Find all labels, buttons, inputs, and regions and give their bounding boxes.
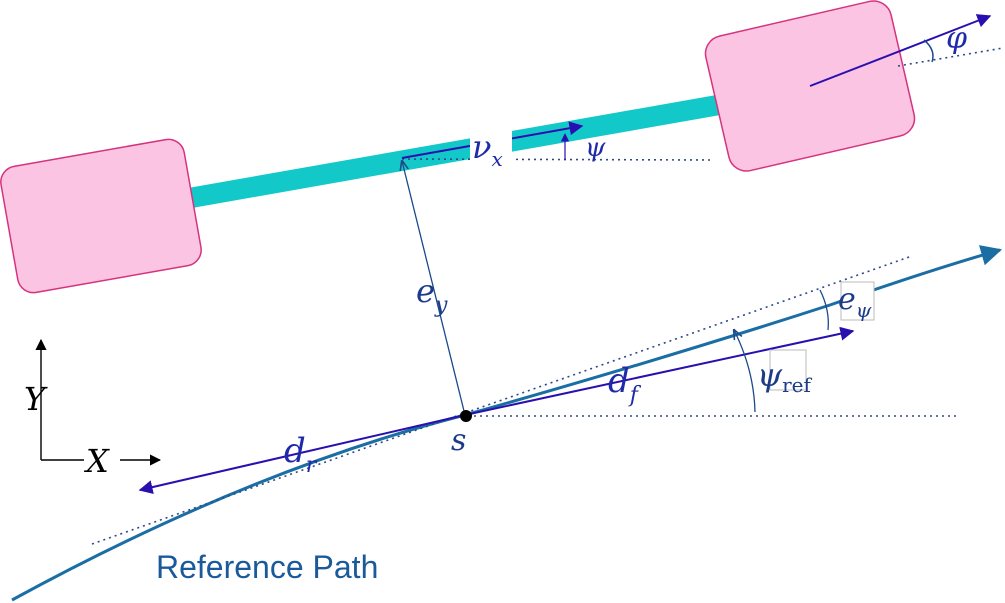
- steering-angle-label: φ: [946, 21, 967, 56]
- lateral-error-line: [402, 161, 466, 416]
- reference-heading-label: ψref: [757, 356, 812, 397]
- y-axis-label: Y: [24, 380, 48, 418]
- path-point-s: [460, 410, 472, 422]
- steering-vector: [809, 14, 992, 87]
- front-vehicle-body: [704, 0, 916, 172]
- reference-path-curve: [11, 245, 1003, 602]
- yaw-angle-label: ψ: [585, 133, 606, 163]
- front-distance-label: df: [608, 361, 642, 408]
- rear-distance-label: dr: [284, 431, 318, 478]
- rear-vehicle-body: [0, 138, 202, 294]
- front-distance-vector: [464, 326, 855, 416]
- rear-distance-vector: [138, 414, 466, 494]
- reference-heading-arc: [734, 330, 756, 413]
- vehicle-beam: [188, 94, 726, 208]
- steering-angle-arc: [923, 39, 934, 63]
- heading-error-arc: [819, 289, 829, 331]
- x-axis-label: X: [83, 442, 110, 480]
- velocity-label-backdrop: [470, 126, 512, 166]
- reference-path-title: Reference Path: [156, 549, 378, 585]
- velocity-label: νx: [472, 128, 503, 171]
- heading-error-label-box: [840, 281, 875, 321]
- path-tangent-line: [91, 255, 913, 545]
- path-point-label: s: [451, 423, 466, 458]
- reference-heading-label-box: [769, 349, 807, 391]
- lateral-error-label: ey: [416, 272, 448, 318]
- heading-error-label: eψ: [838, 282, 872, 322]
